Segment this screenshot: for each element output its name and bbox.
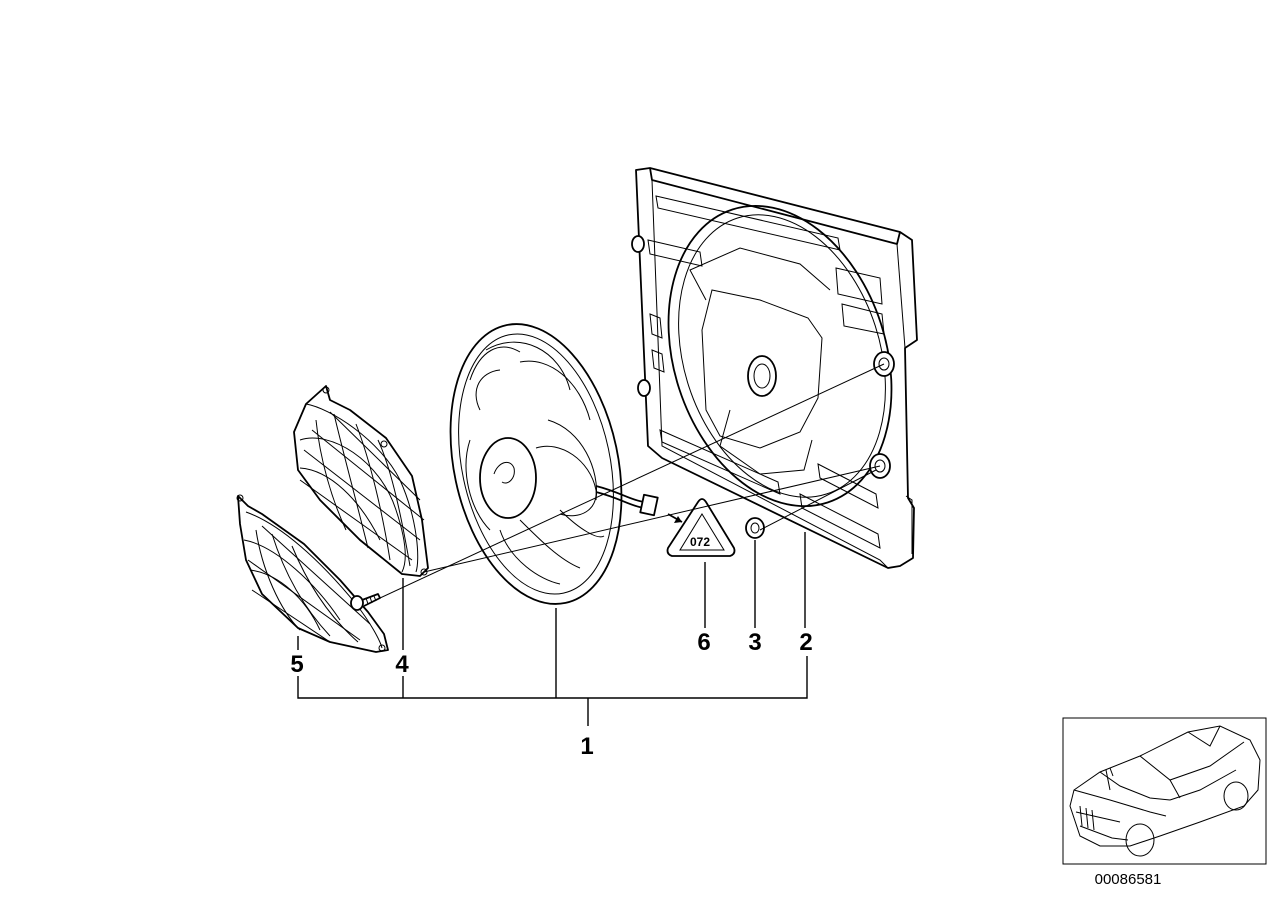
- alignment-lines: [379, 363, 885, 599]
- vehicle-thumbnail: [1062, 717, 1267, 865]
- warning-label-triangle: 072: [666, 498, 736, 557]
- fan-wheel: [449, 323, 659, 605]
- callout-5: 5: [290, 651, 303, 678]
- fan-shroud-frame: [631, 167, 918, 569]
- callout-leaders: [297, 532, 808, 726]
- warning-label-symbol: 072: [690, 535, 710, 549]
- callout-2: 2: [799, 629, 812, 656]
- car-sketch-icon: [1069, 725, 1261, 857]
- callout-1: 1: [580, 733, 593, 760]
- callout-3: 3: [748, 629, 761, 656]
- callout-4: 4: [395, 651, 409, 678]
- callout-6: 6: [697, 629, 710, 656]
- rear-fan-grille: [293, 385, 429, 577]
- catalog-number: 00086581: [1095, 871, 1162, 888]
- self-tapping-screw: [350, 593, 381, 611]
- hex-nut: [745, 517, 765, 539]
